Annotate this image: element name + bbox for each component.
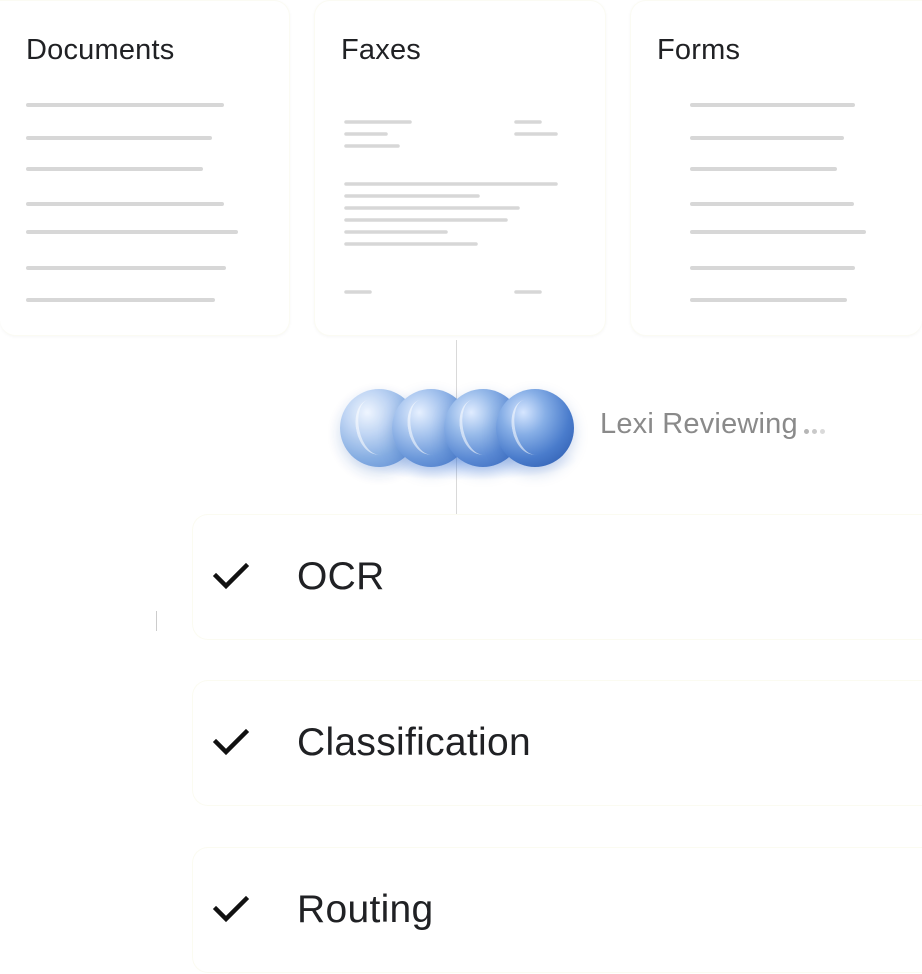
faxes-text-lines	[344, 120, 558, 294]
lexi-assistant-orbs	[330, 376, 590, 496]
step-routing: Routing	[192, 847, 922, 973]
documents-card: Documents	[0, 0, 290, 336]
documents-card-title: Documents	[26, 34, 175, 66]
step-ocr: OCR	[192, 514, 922, 640]
faxes-card-title: Faxes	[341, 34, 421, 66]
step-classification: Classification	[192, 680, 922, 806]
forms-text-lines	[690, 103, 866, 302]
faxes-card: Faxes	[314, 0, 606, 336]
check-icon	[212, 561, 250, 591]
step-label: Classification	[297, 721, 531, 764]
step-label: Routing	[297, 888, 434, 931]
check-icon	[212, 727, 250, 757]
step-label: OCR	[297, 555, 385, 598]
orb-icon	[496, 389, 574, 467]
check-icon	[212, 894, 250, 924]
reviewing-status-label: Lexi Reviewing	[600, 408, 798, 440]
connector-tick	[156, 611, 157, 631]
forms-card-title: Forms	[657, 34, 741, 66]
documents-text-lines	[26, 103, 238, 302]
reviewing-status: Lexi Reviewing	[600, 408, 828, 442]
forms-card: Forms	[630, 0, 922, 336]
loading-dots-icon	[803, 409, 828, 442]
